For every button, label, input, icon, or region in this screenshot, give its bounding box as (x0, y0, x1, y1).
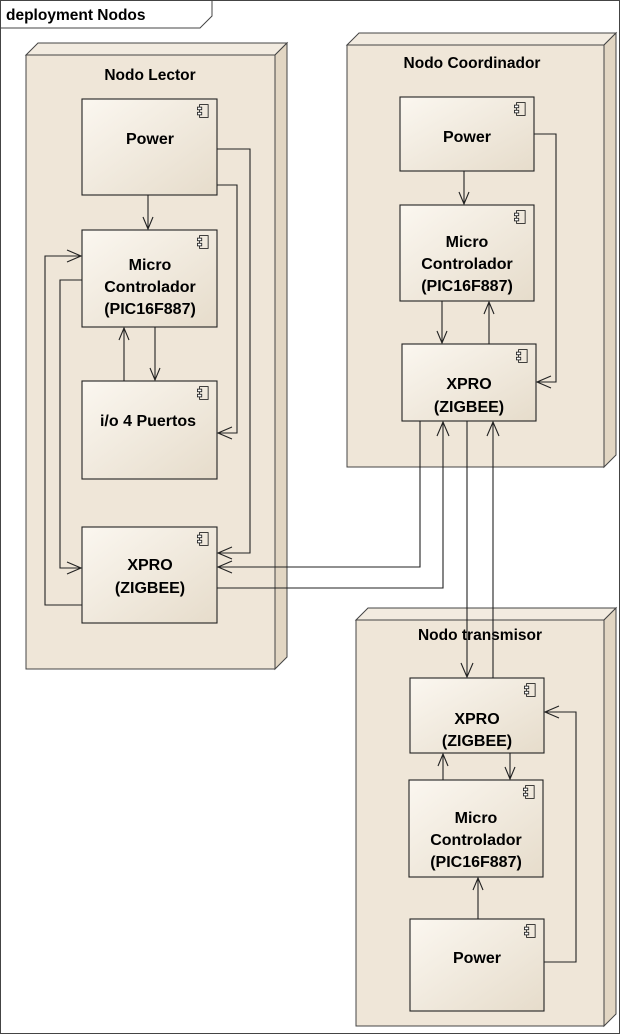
connector-coordinador-power-xpro (534, 133, 557, 389)
node-title: Nodo Lector (104, 67, 195, 84)
component-label: (PIC16F887) (104, 301, 196, 318)
coordinador-power[interactable]: Power (399, 96, 535, 172)
connector-lector-to-coordinador (217, 420, 450, 589)
transmisor-power[interactable]: Power (409, 918, 545, 1012)
connector-transmisor-micro-xpro (437, 752, 449, 780)
connector-transmisor-power-xpro (543, 705, 577, 963)
component-label: Controlador (421, 256, 513, 273)
connector-coordinador-power-micro (458, 171, 470, 206)
component-label: XPRO (446, 376, 491, 393)
component-label: Micro (446, 234, 489, 251)
node-title: Nodo transmisor (418, 627, 542, 644)
node-title: Nodo Coordinador (404, 55, 541, 72)
component-label: Micro (129, 257, 172, 274)
connector-coordinador-to-transmisor (460, 421, 474, 679)
component-label: Micro (455, 810, 498, 827)
connector-lector-power-io (216, 184, 238, 440)
connector-lector-xpro-micro (44, 249, 83, 606)
transmisor-xpro[interactable]: XPRO (ZIGBEE) (409, 677, 545, 754)
coordinador-micro[interactable]: Micro Controlador (PIC16F887) (399, 204, 535, 302)
frame-title: deployment Nodos (6, 7, 146, 24)
connector-lector-power-xpro (216, 148, 251, 560)
connector-transmisor-xpro-micro (504, 753, 516, 781)
lector-power[interactable]: Power (81, 98, 218, 196)
component-label: XPRO (127, 557, 172, 574)
lector-io[interactable]: i/o 4 Puertos (81, 380, 218, 480)
connector-coordinador-xpro-micro (483, 300, 495, 344)
component-label: XPRO (454, 711, 499, 728)
component-label: (ZIGBEE) (115, 580, 185, 597)
lector-micro[interactable]: Micro Controlador (PIC16F887) (81, 229, 218, 328)
connector-coordinador-micro-xpro (436, 301, 448, 345)
connector-lector-power-micro (142, 195, 154, 231)
transmisor-micro[interactable]: Micro Controlador (PIC16F887) (408, 779, 544, 878)
connector-lector-micro-xpro (59, 279, 83, 575)
connector-coordinador-to-lector (216, 421, 421, 574)
lector-xpro[interactable]: XPRO (ZIGBEE) (81, 526, 218, 624)
component-label: Controlador (104, 279, 196, 296)
connector-transmisor-power-micro (472, 876, 484, 919)
component-label: Power (453, 950, 501, 967)
component-label: i/o 4 Puertos (100, 413, 196, 430)
connector-lector-micro-io (149, 327, 161, 382)
component-label: (PIC16F887) (430, 854, 522, 871)
connector-transmisor-to-coordinador (486, 420, 500, 678)
component-label: (ZIGBEE) (442, 733, 512, 750)
component-label: (ZIGBEE) (434, 399, 504, 416)
connector-lector-io-micro (118, 326, 130, 381)
component-label: (PIC16F887) (421, 278, 513, 295)
coordinador-xpro[interactable]: XPRO (ZIGBEE) (401, 343, 537, 422)
component-label: Power (443, 129, 491, 146)
component-label: Power (126, 131, 174, 148)
component-label: Controlador (430, 832, 522, 849)
